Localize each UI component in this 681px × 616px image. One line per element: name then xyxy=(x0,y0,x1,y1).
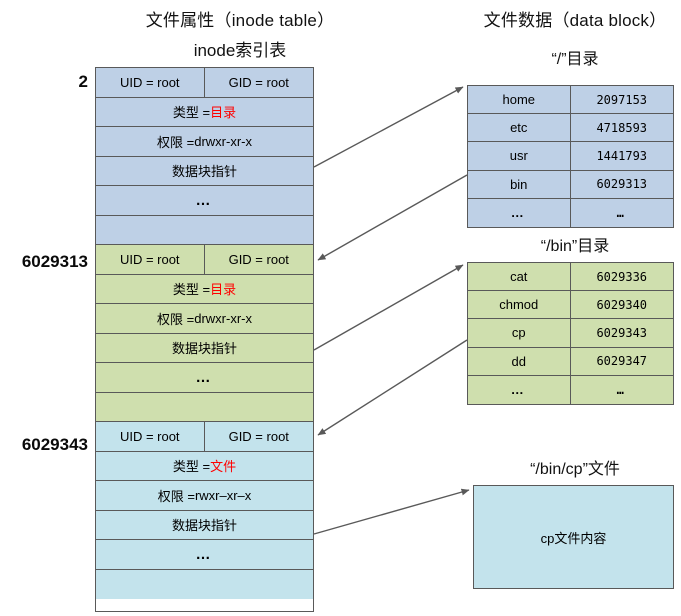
dir-entry-name: … xyxy=(468,198,571,227)
inode-row-data-pointer: 数据块指针 xyxy=(96,156,313,186)
inode-permission-label: 权限 = xyxy=(157,311,195,327)
inode-row-blank xyxy=(96,569,313,599)
dir-entry-inode: … xyxy=(570,198,673,227)
arrow-inode6029343-to-cp-file xyxy=(313,488,470,535)
inode-row-permission: 权限 = rwxr–xr–x xyxy=(96,481,313,511)
dir-entry-name: dd xyxy=(468,347,571,375)
inode-row-blank xyxy=(96,215,313,245)
inode-data-pointer-label: 数据块指针 xyxy=(171,341,237,357)
dir-entry-name: cat xyxy=(468,263,571,291)
bin-dir-block-title: “/bin”目录 xyxy=(540,238,610,255)
inode-index-label-6029343: 6029343 xyxy=(21,435,88,454)
inode-type-value: 目录 xyxy=(210,282,237,298)
table-row: usr 1441793 xyxy=(468,142,673,171)
inode-row-ellipsis: … xyxy=(96,363,313,393)
inode-uid-cell: UID = root xyxy=(96,68,205,97)
dir-entry-name: usr xyxy=(468,142,571,170)
inode-row-uid-gid: UID = root GID = root xyxy=(96,68,313,98)
dir-entry-name: etc xyxy=(468,114,571,142)
inode-row-permission: 权限 = drwxr-xr-x xyxy=(96,127,313,157)
inode-row-data-pointer: 数据块指针 xyxy=(96,510,313,540)
table-row: etc 4718593 xyxy=(468,114,673,143)
arrow-bin-cp-to-inode6029343 xyxy=(317,339,468,436)
dir-entry-inode: 6029343 xyxy=(570,319,673,347)
inode-row-type: 类型 = 文件 xyxy=(96,451,313,481)
cp-file-content-block: cp文件内容 xyxy=(473,485,674,589)
dir-entry-inode: 6029336 xyxy=(570,263,673,291)
dir-entry-inode: 6029347 xyxy=(570,347,673,375)
inode-ellipsis: … xyxy=(195,191,214,209)
inode-ellipsis: … xyxy=(195,545,214,563)
inode-uid-cell: UID = root xyxy=(96,245,205,274)
inode-row-blank xyxy=(96,392,313,422)
inode-table-title: 文件属性（inode table） xyxy=(145,11,335,30)
table-row: … … xyxy=(468,198,673,227)
dir-entry-inode: 6029340 xyxy=(570,291,673,319)
data-block-title: 文件数据（data block） xyxy=(483,11,667,30)
dir-entry-name: cp xyxy=(468,319,571,347)
inode-data-pointer-label: 数据块指针 xyxy=(171,518,237,534)
table-row: chmod 6029340 xyxy=(468,291,673,320)
inode-row-type: 类型 = 目录 xyxy=(96,97,313,127)
root-dir-block-title: “/”目录 xyxy=(551,51,599,68)
inode-row-type: 类型 = 目录 xyxy=(96,274,313,304)
inode-type-value: 文件 xyxy=(210,459,237,475)
inode-type-label: 类型 = xyxy=(172,105,211,121)
dir-entry-name: bin xyxy=(468,170,571,198)
table-row: home 2097153 xyxy=(468,86,673,115)
inode-row-uid-gid: UID = root GID = root xyxy=(96,422,313,452)
cp-file-block-title: “/bin/cp”文件 xyxy=(530,461,620,478)
inode-permission-value: drwxr-xr-x xyxy=(194,133,252,149)
inode-table-subtitle: inode索引表 xyxy=(193,41,287,60)
table-row: … … xyxy=(468,375,673,404)
inode-type-label: 类型 = xyxy=(172,282,211,298)
dir-entry-inode: 6029313 xyxy=(570,170,673,198)
dir-entry-inode: 2097153 xyxy=(570,86,673,114)
arrow-inode2-to-root-block xyxy=(313,86,464,168)
inode-row-uid-gid: UID = root GID = root xyxy=(96,245,313,275)
dir-entry-inode: 1441793 xyxy=(570,142,673,170)
inode-gid-cell: GID = root xyxy=(228,251,289,267)
dir-entry-inode: 4718593 xyxy=(570,114,673,142)
inode-uid-cell: UID = root xyxy=(96,422,205,451)
inode-row-ellipsis: … xyxy=(96,186,313,216)
dir-entry-name: … xyxy=(468,375,571,404)
dir-entry-inode: … xyxy=(570,375,673,404)
inode-permission-label: 权限 = xyxy=(157,488,195,504)
dir-entry-name: home xyxy=(468,86,571,114)
inode-gid-cell: GID = root xyxy=(228,428,289,444)
inode-permission-label: 权限 = xyxy=(157,134,195,150)
inode-permission-value: rwxr–xr–x xyxy=(194,487,252,503)
inode-gid-cell: GID = root xyxy=(228,74,289,90)
table-row: bin 6029313 xyxy=(468,170,673,199)
arrow-root-bin-to-inode6029313 xyxy=(317,174,468,261)
root-dir-data-block: home 2097153 etc 4718593 usr 1441793 bin… xyxy=(467,85,674,228)
inode-row-permission: 权限 = drwxr-xr-x xyxy=(96,304,313,334)
inode-table: UID = root GID = root 类型 = 目录 权限 = drwxr… xyxy=(95,67,314,612)
dir-entry-name: chmod xyxy=(468,291,571,319)
bin-dir-data-block: cat 6029336 chmod 6029340 cp 6029343 dd … xyxy=(467,262,674,405)
inode-row-ellipsis: … xyxy=(96,540,313,570)
table-row: cat 6029336 xyxy=(468,263,673,292)
inode-ellipsis: … xyxy=(195,368,214,386)
cp-file-content-label: cp文件内容 xyxy=(540,530,607,546)
inode-permission-value: drwxr-xr-x xyxy=(194,310,252,326)
inode-type-value: 目录 xyxy=(210,105,237,121)
inode-type-label: 类型 = xyxy=(172,459,211,475)
inode-row-data-pointer: 数据块指针 xyxy=(96,333,313,363)
inode-index-label-6029313: 6029313 xyxy=(21,252,88,271)
table-row: dd 6029347 xyxy=(468,347,673,376)
inode-index-label-2: 2 xyxy=(78,72,88,91)
inode-data-pointer-label: 数据块指针 xyxy=(171,164,237,180)
arrow-inode6029313-to-bin-block xyxy=(313,264,464,351)
table-row: cp 6029343 xyxy=(468,319,673,348)
